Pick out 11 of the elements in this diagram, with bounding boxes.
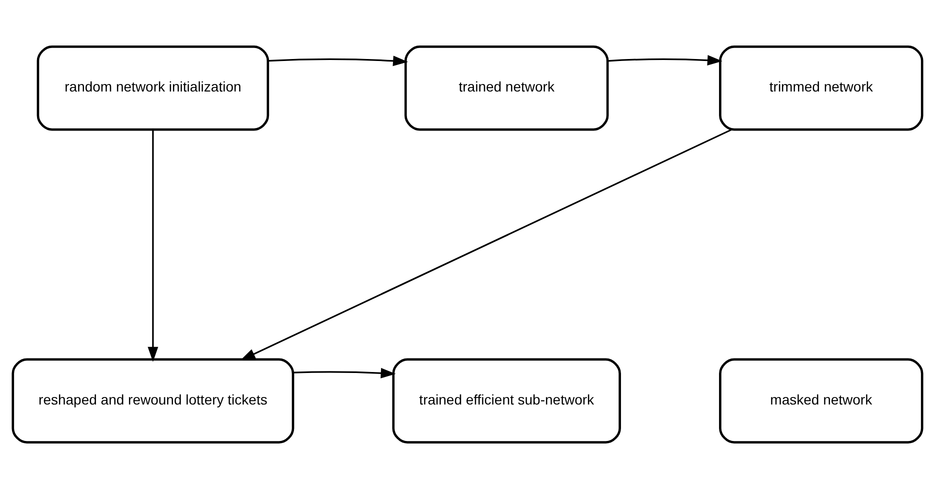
node-box: trained efficient sub-network (392, 358, 621, 444)
arrow (608, 55, 722, 66)
arrow (148, 130, 158, 362)
arrow (293, 368, 396, 378)
arrow (240, 128, 732, 360)
node-box: reshaped and rewound lottery tickets (12, 358, 294, 444)
node-box: trimmed network (719, 46, 924, 131)
node-box: random network initialization (36, 46, 270, 131)
node-box: trained network (404, 46, 609, 131)
arrow (268, 56, 408, 66)
node-box: masked network (719, 358, 924, 444)
